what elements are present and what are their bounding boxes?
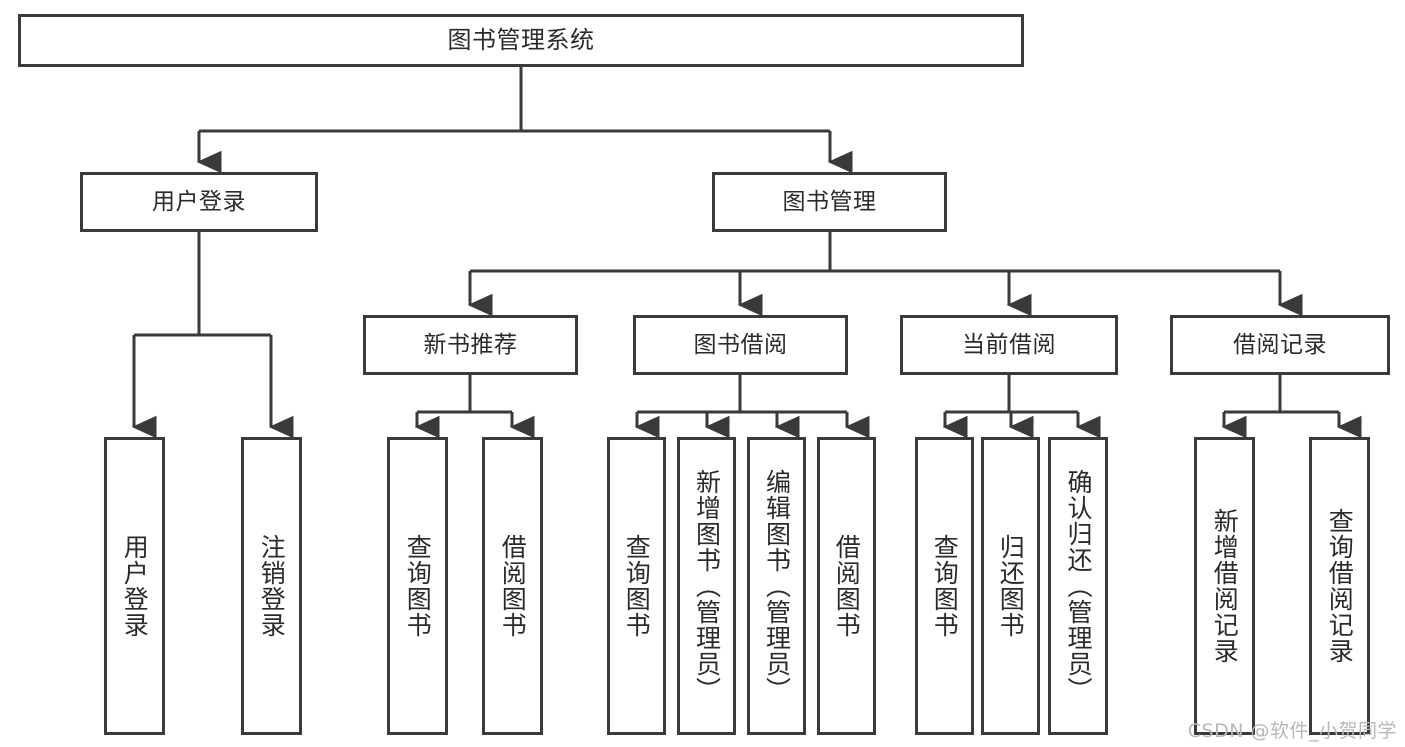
node-leaf-borrow-book-1[interactable]: 借阅图书 [482, 437, 543, 735]
node-book-manage[interactable]: 图书管理 [712, 172, 947, 232]
node-leaf-query-book-2-label: 查询图书 [622, 534, 652, 638]
node-current-borrow[interactable]: 当前借阅 [900, 315, 1118, 375]
node-leaf-add-book-label: 新增图书（管理员） [692, 469, 722, 703]
node-leaf-query-book-3[interactable]: 查询图书 [915, 437, 974, 735]
node-leaf-user-login-label: 用户登录 [120, 534, 150, 638]
node-leaf-return-book-label: 归还图书 [996, 534, 1026, 638]
node-leaf-confirm-return[interactable]: 确认归还（管理员） [1048, 437, 1108, 735]
node-current-borrow-label: 当前借阅 [962, 331, 1056, 358]
node-leaf-query-book-1-label: 查询图书 [403, 534, 433, 638]
node-book-borrow-label: 图书借阅 [693, 331, 788, 358]
node-leaf-add-record-label: 新增借阅记录 [1210, 508, 1240, 664]
node-book-borrow[interactable]: 图书借阅 [633, 315, 848, 375]
node-leaf-add-book[interactable]: 新增图书（管理员） [677, 437, 736, 735]
node-leaf-borrow-book-2-label: 借阅图书 [832, 534, 862, 638]
node-leaf-user-login[interactable]: 用户登录 [104, 437, 165, 735]
node-root-label: 图书管理系统 [447, 25, 595, 54]
node-root[interactable]: 图书管理系统 [18, 14, 1024, 67]
node-user-login[interactable]: 用户登录 [80, 172, 318, 232]
node-leaf-query-book-2[interactable]: 查询图书 [607, 437, 666, 735]
node-leaf-add-record[interactable]: 新增借阅记录 [1194, 437, 1255, 735]
node-leaf-borrow-book-2[interactable]: 借阅图书 [817, 437, 876, 735]
node-borrow-record-label: 借阅记录 [1233, 331, 1327, 358]
node-leaf-query-book-3-label: 查询图书 [930, 534, 960, 638]
node-leaf-confirm-return-label: 确认归还（管理员） [1064, 469, 1093, 703]
node-leaf-edit-book[interactable]: 编辑图书（管理员） [747, 437, 806, 735]
node-leaf-query-record-label: 查询借阅记录 [1325, 508, 1355, 664]
node-leaf-edit-book-label: 编辑图书（管理员） [762, 469, 792, 703]
node-book-manage-label: 图书管理 [782, 188, 877, 215]
node-leaf-logout[interactable]: 注销登录 [241, 437, 302, 735]
node-leaf-borrow-book-1-label: 借阅图书 [498, 534, 528, 638]
node-borrow-record[interactable]: 借阅记录 [1170, 315, 1390, 375]
node-new-book-recommend[interactable]: 新书推荐 [363, 315, 578, 375]
node-leaf-return-book[interactable]: 归还图书 [981, 437, 1040, 735]
node-leaf-query-record[interactable]: 查询借阅记录 [1309, 437, 1370, 735]
node-leaf-logout-label: 注销登录 [257, 534, 287, 638]
node-user-login-label: 用户登录 [152, 188, 246, 215]
watermark-text: CSDN @软件_小贺同学 [1187, 720, 1397, 742]
node-new-book-recommend-label: 新书推荐 [423, 331, 518, 358]
node-leaf-query-book-1[interactable]: 查询图书 [387, 437, 448, 735]
